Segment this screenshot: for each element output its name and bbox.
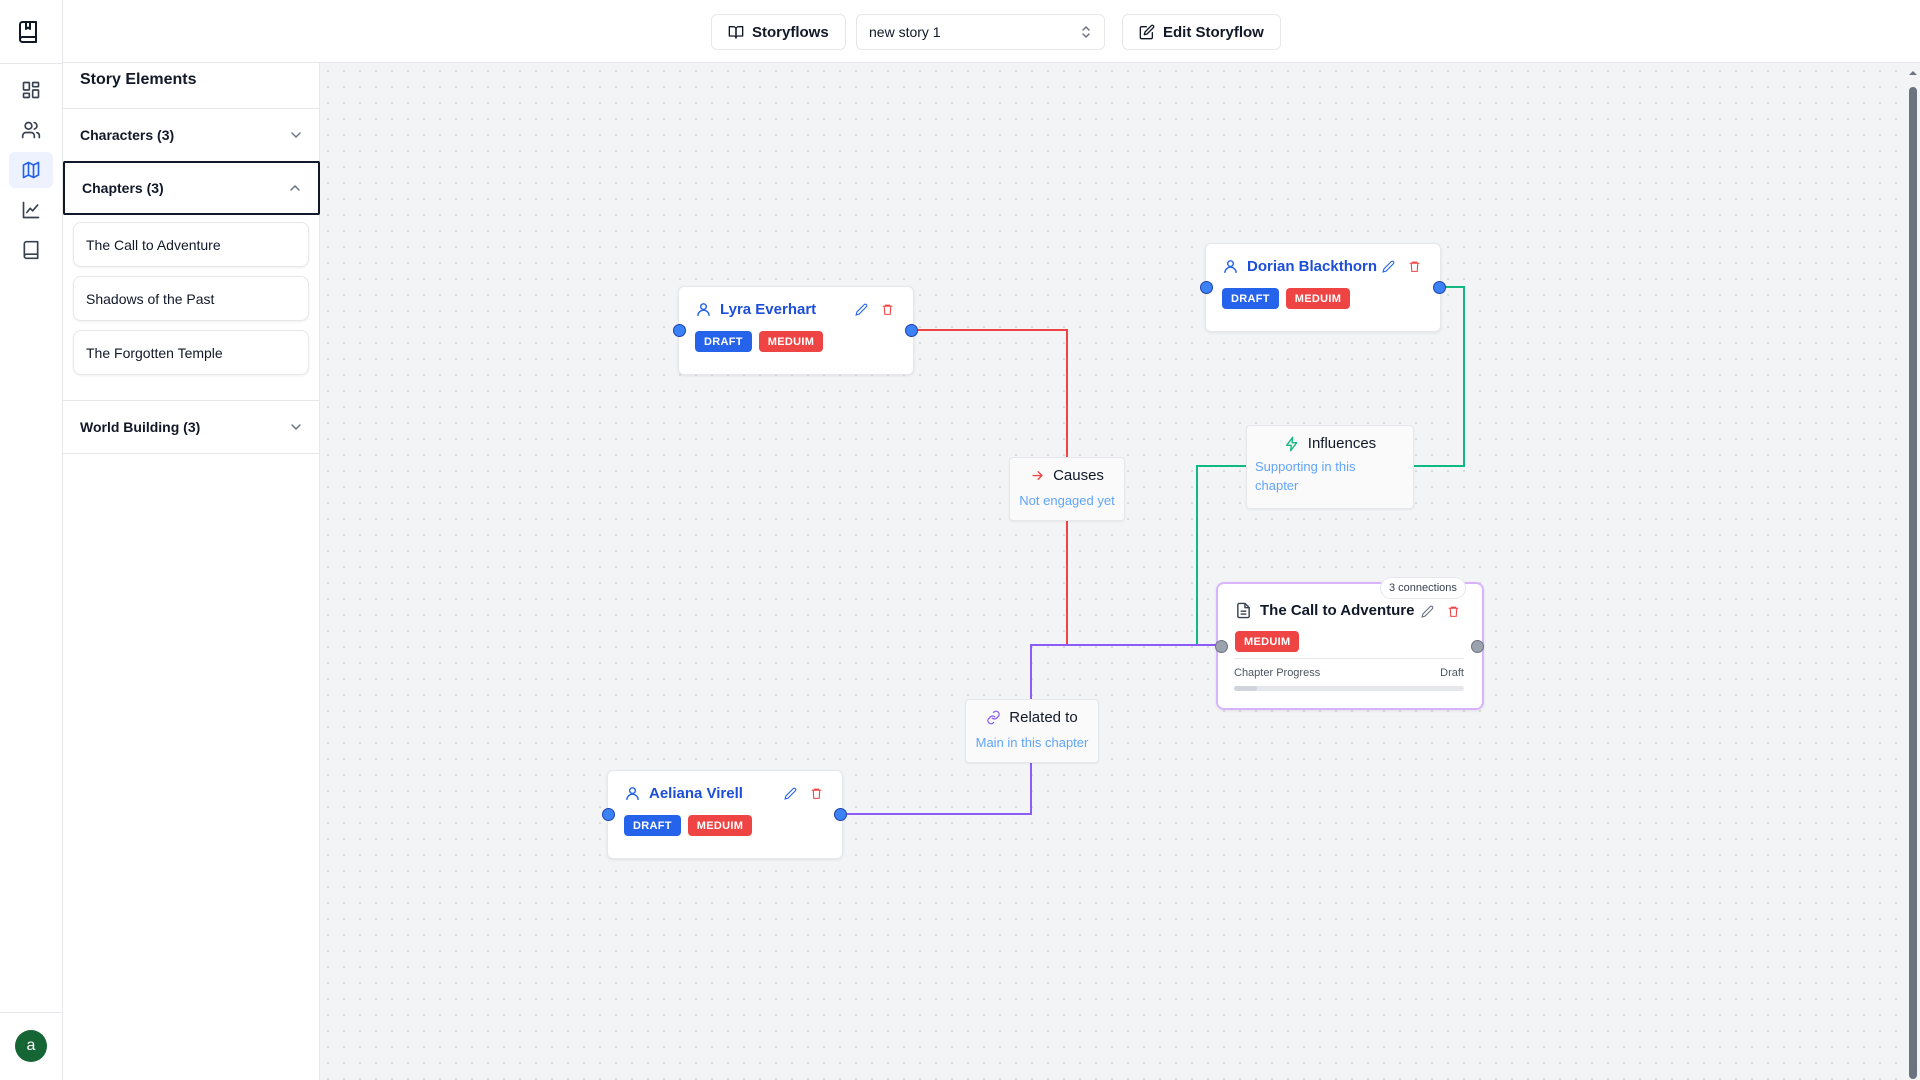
story-elements-sidebar: Story Elements Characters (3) Chapters (… [63, 63, 320, 1080]
chapter-name: The Call to Adventure [1260, 602, 1415, 619]
lightning-icon [1285, 436, 1298, 451]
edge-label-text: Influences [1307, 435, 1377, 452]
edge-label-subtext: Supporting in this chapter [1255, 459, 1356, 493]
trash-icon[interactable] [1408, 260, 1421, 273]
chapter-progress-status: Draft [1440, 667, 1464, 679]
characters-nav-button[interactable] [9, 112, 53, 148]
scroll-up-icon[interactable] [1906, 67, 1920, 79]
node-handle-left[interactable] [1200, 281, 1213, 294]
status-badge: DRAFT [695, 331, 752, 352]
node-handle-right[interactable] [1433, 281, 1446, 294]
node-handle-left[interactable] [1215, 640, 1228, 653]
link-icon [987, 710, 1000, 725]
edge-label-related[interactable]: Related to Main in this chapter [965, 699, 1099, 763]
edit-storyflow-button[interactable]: Edit Storyflow [1122, 14, 1281, 50]
chapter-progress-fill [1234, 686, 1257, 691]
node-handle-left[interactable] [673, 324, 686, 337]
grid-icon [22, 81, 40, 99]
character-name: Aeliana Virell [649, 785, 743, 802]
status-badge: DRAFT [624, 815, 681, 836]
left-rail: a [0, 0, 63, 1080]
character-name: Dorian Blackthorn [1247, 258, 1378, 275]
storyflow-canvas[interactable] [320, 63, 1920, 1080]
chevron-up-icon [290, 184, 300, 191]
open-book-icon [728, 26, 744, 39]
user-icon [626, 787, 639, 800]
chevron-down-icon [291, 131, 301, 138]
chapter-list-item[interactable]: The Forgotten Temple [73, 330, 309, 375]
status-badge: DRAFT [1222, 288, 1279, 309]
chapter-list-item[interactable]: The Call to Adventure [73, 222, 309, 267]
pencil-icon[interactable] [1382, 260, 1395, 273]
users-icon [21, 121, 41, 139]
edge-label-subtext: Not engaged yet [1019, 493, 1115, 508]
character-name: Lyra Everhart [720, 301, 817, 318]
edit-storyflow-label: Edit Storyflow [1163, 23, 1264, 41]
trash-icon[interactable] [881, 303, 894, 316]
top-bar: Storyflows new story 1 Edit Storyflow [63, 0, 1920, 63]
chapters-section-toggle[interactable]: Chapters (3) [63, 161, 320, 215]
chart-line-icon [22, 201, 40, 219]
user-icon [1224, 260, 1237, 273]
book-bookmark-icon[interactable] [16, 20, 40, 44]
chevron-up-down-icon [1082, 25, 1090, 39]
storyflows-label: Storyflows [752, 23, 829, 41]
chapter-list-item[interactable]: Shadows of the Past [73, 276, 309, 321]
character-node-dorian[interactable]: Dorian Blackthorn DRAFT MEDUIM [1205, 243, 1441, 332]
edge-label-text: Causes [1053, 467, 1104, 484]
world-building-section-label: World Building (3) [80, 418, 201, 435]
chapter-progress-row: Chapter Progress Draft [1234, 667, 1464, 679]
chapters-section-label: Chapters (3) [82, 180, 164, 196]
pencil-icon[interactable] [784, 787, 797, 800]
library-nav-button[interactable] [9, 232, 53, 268]
edge-label-causes[interactable]: Causes Not engaged yet [1009, 457, 1125, 521]
user-icon [697, 303, 710, 316]
node-handle-right[interactable] [905, 324, 918, 337]
pencil-icon[interactable] [1421, 605, 1434, 618]
priority-badge: MEDUIM [1235, 631, 1300, 652]
characters-section-label: Characters (3) [80, 126, 175, 143]
world-building-section-toggle[interactable]: World Building (3) [63, 400, 319, 452]
priority-badge: MEDUIM [687, 815, 753, 836]
dashboard-nav-button[interactable] [9, 72, 53, 108]
trash-icon[interactable] [810, 787, 823, 800]
character-node-lyra[interactable]: Lyra Everhart DRAFT MEDUIM [678, 286, 914, 375]
arrow-right-icon [1032, 471, 1043, 480]
priority-badge: MEDUIM [758, 331, 824, 352]
book-icon [23, 240, 39, 260]
characters-section-toggle[interactable]: Characters (3) [63, 108, 319, 160]
node-handle-left[interactable] [602, 808, 615, 821]
map-icon [22, 161, 40, 179]
storymap-nav-button[interactable] [9, 152, 53, 188]
edge-label-influences[interactable]: Influences Supporting in this chapter [1246, 425, 1414, 509]
story-select[interactable]: new story 1 [856, 14, 1105, 50]
storyflows-button[interactable]: Storyflows [711, 14, 846, 50]
canvas-scrollbar[interactable] [1906, 63, 1920, 1080]
edit-square-icon [1139, 24, 1155, 40]
sidebar-title: Story Elements [80, 71, 197, 88]
edge-label-subtext: Main in this chapter [975, 735, 1089, 750]
story-select-value: new story 1 [869, 24, 941, 40]
analytics-nav-button[interactable] [9, 192, 53, 228]
chevron-down-icon [291, 423, 301, 430]
node-handle-right[interactable] [834, 808, 847, 821]
chapter-progress-bar [1234, 686, 1464, 691]
connections-badge: 3 connections [1380, 577, 1466, 599]
user-avatar[interactable]: a [15, 1030, 47, 1062]
document-icon [1237, 602, 1250, 619]
chapter-progress-label: Chapter Progress [1234, 667, 1321, 679]
trash-icon[interactable] [1447, 605, 1460, 618]
pencil-icon[interactable] [855, 303, 868, 316]
character-node-aeliana[interactable]: Aeliana Virell DRAFT MEDUIM [607, 770, 843, 859]
priority-badge: MEDUIM [1285, 288, 1351, 309]
scrollbar-thumb[interactable] [1909, 87, 1917, 1079]
scroll-down-icon[interactable] [1906, 1064, 1920, 1076]
edge-label-text: Related to [1009, 709, 1078, 726]
node-handle-right[interactable] [1471, 640, 1484, 653]
